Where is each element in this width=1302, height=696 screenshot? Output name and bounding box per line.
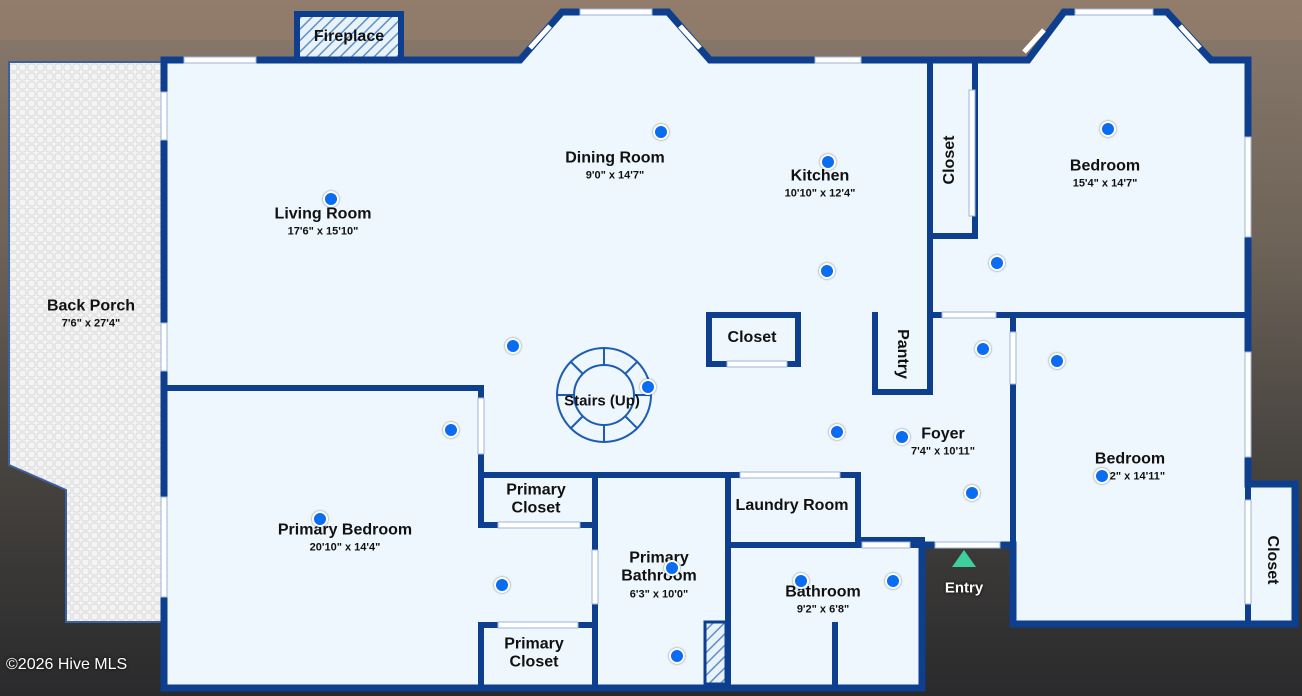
hotspot-marker[interactable]	[975, 341, 991, 357]
window	[1074, 8, 1154, 16]
back-porch-area	[8, 61, 165, 623]
hotspot-marker[interactable]	[669, 648, 685, 664]
window	[1244, 351, 1252, 458]
hotspot-marker[interactable]	[653, 124, 669, 140]
hotspot-marker[interactable]	[323, 191, 339, 207]
hotspot-marker[interactable]	[894, 429, 910, 445]
window	[591, 549, 599, 605]
window	[160, 496, 168, 598]
hotspot-marker[interactable]	[1049, 353, 1065, 369]
window	[1009, 331, 1017, 385]
window	[968, 89, 976, 217]
watermark: ©2026 Hive MLS	[6, 656, 128, 673]
hotspot-marker[interactable]	[1094, 468, 1110, 484]
entry-label: Entry	[944, 579, 984, 597]
plumbing-chase	[703, 620, 728, 686]
hotspot-marker[interactable]	[1100, 121, 1116, 137]
window	[726, 360, 788, 368]
window	[497, 621, 579, 629]
hotspot-marker[interactable]	[640, 379, 656, 395]
window	[160, 322, 168, 372]
window	[1022, 28, 1046, 54]
entry-marker-icon	[952, 550, 976, 567]
window	[579, 8, 653, 16]
hotspot-marker[interactable]	[443, 422, 459, 438]
window	[528, 24, 552, 50]
hotspot-marker[interactable]	[820, 154, 836, 170]
window	[1244, 136, 1252, 238]
window	[1244, 499, 1252, 605]
spiral-stairs	[556, 347, 652, 443]
hotspot-marker[interactable]	[664, 560, 680, 576]
fireplace	[294, 11, 404, 63]
hotspot-marker[interactable]	[505, 338, 521, 354]
hotspot-marker[interactable]	[793, 573, 809, 589]
hotspot-marker[interactable]	[964, 485, 980, 501]
hotspot-marker[interactable]	[989, 255, 1005, 271]
window	[678, 24, 702, 50]
hotspot-marker[interactable]	[312, 511, 328, 527]
hotspot-marker[interactable]	[819, 263, 835, 279]
window	[941, 311, 997, 319]
hotspot-marker[interactable]	[494, 577, 510, 593]
hotspot-marker[interactable]	[829, 424, 845, 440]
window	[183, 56, 257, 64]
hotspot-marker[interactable]	[885, 573, 901, 589]
window	[477, 397, 485, 455]
window	[497, 521, 581, 529]
window	[160, 91, 168, 141]
window	[814, 56, 862, 64]
window	[739, 471, 841, 479]
window	[861, 541, 911, 549]
window	[934, 541, 1001, 549]
window	[1178, 24, 1202, 50]
